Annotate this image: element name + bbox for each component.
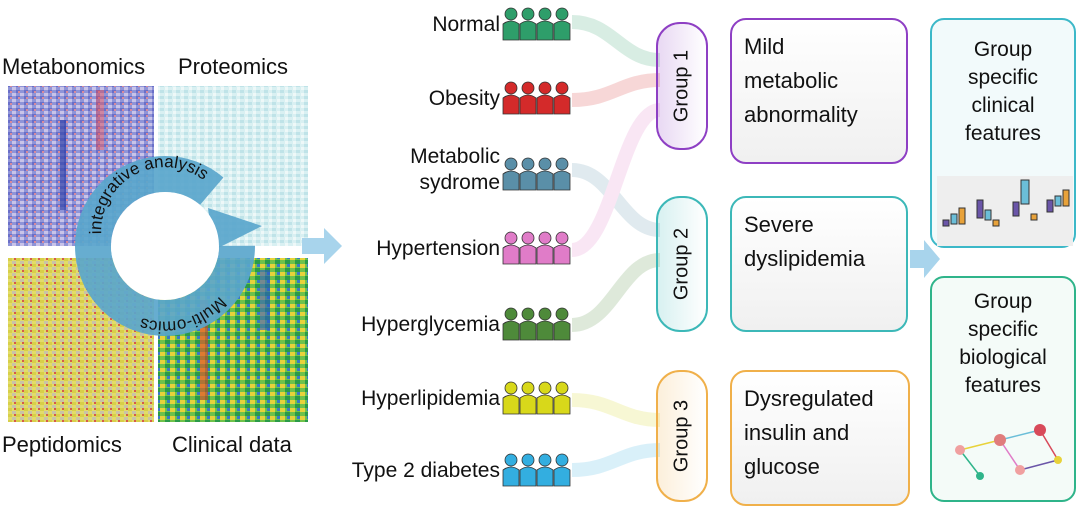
text-line: abnormality bbox=[744, 102, 858, 127]
clinical-features-box: Group specific clinical features bbox=[930, 18, 1076, 248]
text-line: features bbox=[965, 122, 1041, 145]
phenotype-label: Hyperlipidemia bbox=[361, 387, 500, 410]
group-1-label: Group 1 bbox=[670, 49, 693, 123]
text-line: Mild bbox=[744, 34, 785, 59]
phenotype-label: Normal bbox=[432, 13, 500, 36]
text-line: Severe bbox=[744, 212, 814, 237]
text-line: glucose bbox=[744, 454, 820, 479]
people-icon bbox=[502, 81, 571, 115]
text-line: specific bbox=[967, 66, 1039, 89]
text-line: specific bbox=[967, 318, 1039, 341]
peptidomics-label: Peptidomics bbox=[2, 432, 122, 457]
group-1-feature: Mild metabolic abnormality bbox=[730, 18, 908, 164]
people-icon bbox=[502, 7, 571, 41]
biological-features-box: Group specific biological features bbox=[930, 276, 1076, 502]
text-line: insulin and bbox=[744, 420, 850, 445]
phenotype-label: Hyperglycemia bbox=[361, 313, 500, 336]
phenotype-label: Hypertension bbox=[376, 237, 500, 260]
group-3-label: Group 3 bbox=[670, 399, 693, 473]
network-thumbnail bbox=[955, 424, 1062, 480]
boxplot-thumbnail bbox=[937, 176, 1073, 246]
clinical-data-label: Clinical data bbox=[172, 432, 292, 457]
omics-heatmaps: integrative analysis Multi-omics bbox=[8, 86, 308, 422]
group-3-feature: Dysregulated insulin and glucose bbox=[730, 370, 910, 506]
text-line: Dysregulated bbox=[744, 386, 874, 411]
people-icon bbox=[502, 231, 571, 265]
text-line: dyslipidemia bbox=[744, 246, 866, 271]
text-line: metabolic bbox=[744, 68, 839, 93]
arrow-to-outputs bbox=[910, 240, 940, 278]
text-line: features bbox=[965, 374, 1041, 397]
arrow-to-phenotypes bbox=[302, 228, 342, 264]
metabonomics-label: Metabonomics bbox=[2, 54, 146, 79]
phenotype-label: Type 2 diabetes bbox=[351, 459, 500, 482]
people-icon bbox=[502, 453, 571, 487]
text-line: Group bbox=[973, 38, 1033, 61]
phenotype-label: Obesity bbox=[428, 87, 500, 110]
integrative-analysis-ring bbox=[75, 156, 262, 336]
people-icon bbox=[502, 381, 571, 415]
group-2-pill: Group 2 bbox=[656, 196, 708, 332]
flow-streams bbox=[572, 15, 662, 477]
group-3-pill: Group 3 bbox=[656, 370, 708, 502]
people-icon bbox=[502, 157, 571, 191]
group-2-feature: Severe dyslipidemia bbox=[730, 196, 908, 332]
group-2-label: Group 2 bbox=[670, 227, 693, 301]
text-line: Group bbox=[973, 290, 1033, 313]
people-icon bbox=[502, 307, 571, 341]
text-line: clinical bbox=[971, 94, 1035, 117]
text-line: biological bbox=[959, 346, 1047, 369]
proteomics-label: Proteomics bbox=[178, 54, 289, 79]
group-1-pill: Group 1 bbox=[656, 22, 708, 150]
